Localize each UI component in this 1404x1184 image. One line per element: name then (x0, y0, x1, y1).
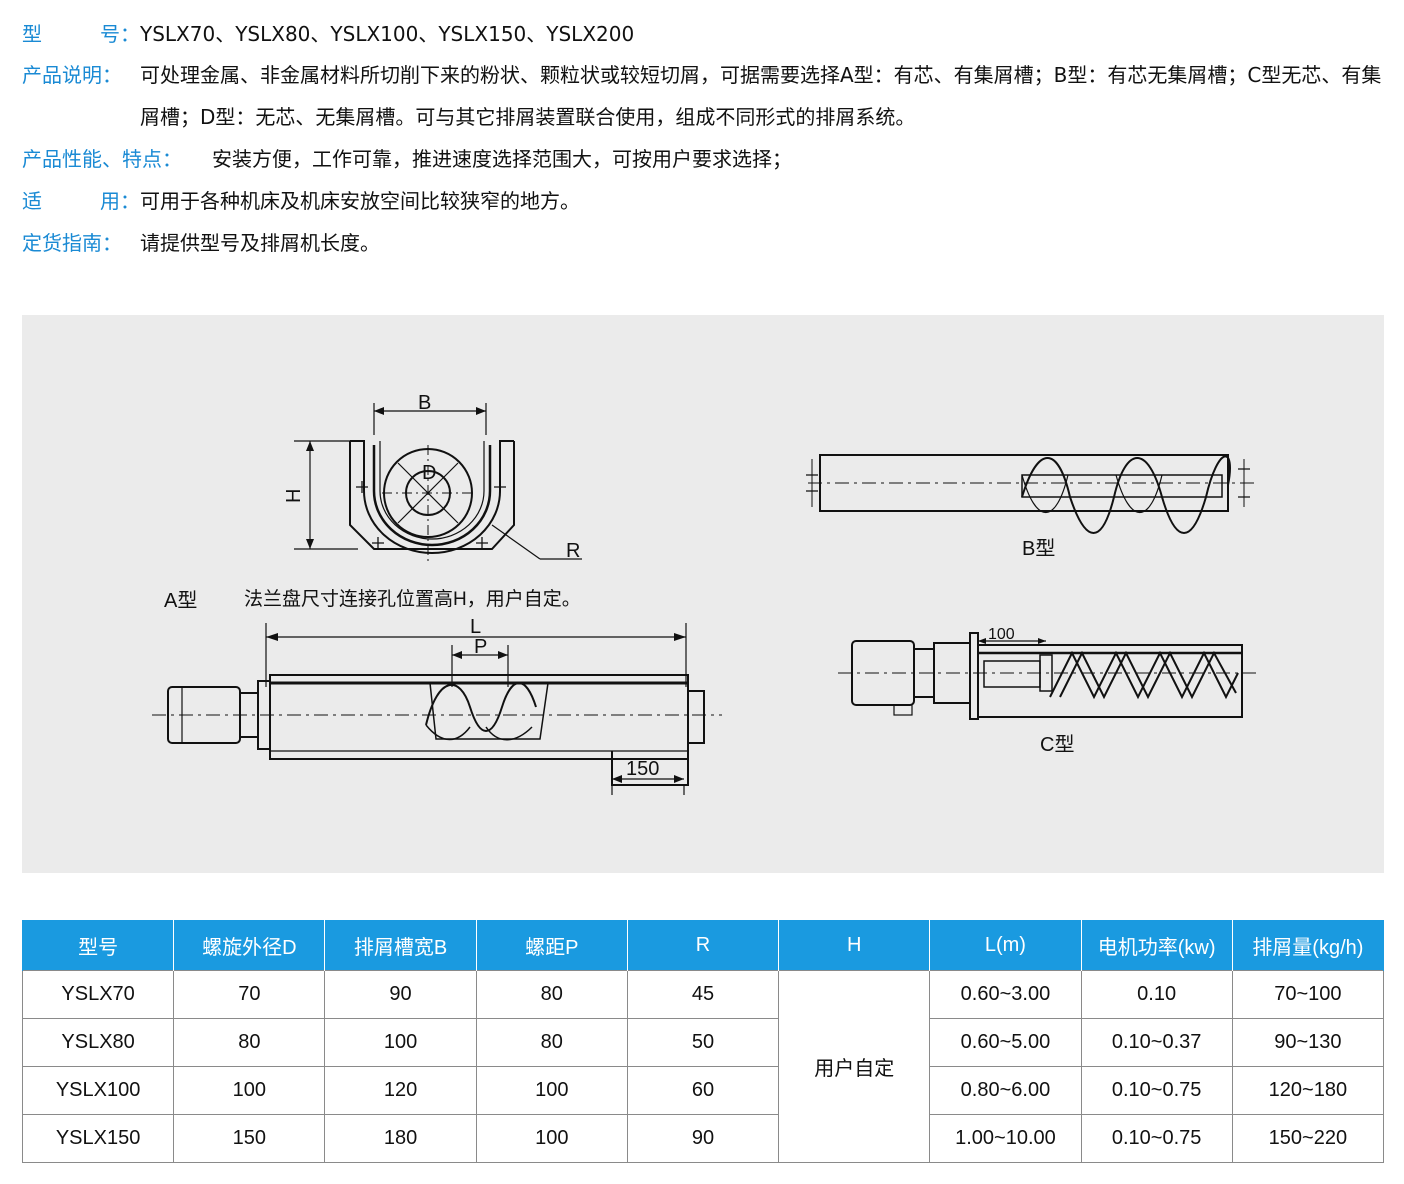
table-row: YSLX100 100 120 100 60 0.80~6.00 0.10~0.… (21, 1066, 1385, 1115)
spec-row-ordering: 定货指南： 请提供型号及排屑机长度。 (22, 222, 1392, 264)
cell-length: 1.00~10.00 (929, 1114, 1082, 1163)
cell-diameter: 80 (173, 1018, 326, 1067)
spec-label-ordering: 定货指南： (22, 231, 122, 255)
cell-motor-power: 0.10~0.75 (1080, 1066, 1233, 1115)
cell-pitch: 80 (475, 970, 628, 1019)
header-capacity: 排屑量(kg/h) (1231, 920, 1385, 971)
cell-diameter: 150 (173, 1114, 326, 1163)
cell-model: YSLX80 (21, 1018, 175, 1067)
cell-motor-power: 0.10~0.37 (1080, 1018, 1233, 1067)
cell-h-merged: 用户自定 (778, 970, 931, 1163)
parameter-table: 型号 螺旋外径D 排屑槽宽B 螺距P R H L(m) 电机功率(kw) 排屑量… (21, 920, 1385, 1163)
cell-trough-width: 120 (324, 1066, 477, 1115)
cell-trough-width: 100 (324, 1018, 477, 1067)
cell-length: 0.60~5.00 (929, 1018, 1082, 1067)
type-c-label: C型 (1040, 733, 1074, 756)
spec-value-description: 可处理金属、非金属材料所切削下来的粉状、颗粒状或较短切屑，可据需要选择A型：有芯… (140, 63, 1382, 129)
cell-r: 90 (626, 1114, 780, 1163)
cell-pitch: 100 (475, 1114, 628, 1163)
cell-model: YSLX70 (21, 970, 175, 1019)
type-b-label: B型 (1022, 537, 1055, 560)
b-type-view (806, 454, 1254, 534)
cell-capacity: 90~130 (1231, 1018, 1385, 1067)
cell-diameter: 70 (173, 970, 326, 1019)
spec-row-description: 产品说明： 可处理金属、非金属材料所切削下来的粉状、颗粒状或较短切屑，可据需要选… (22, 54, 1392, 138)
dim-l-label: L (470, 616, 481, 638)
dim-b-label: B (418, 392, 431, 414)
spec-row-features: 产品性能、特点： 安装方便，工作可靠，推进速度选择范围大，可按用户要求选择； (22, 138, 1392, 180)
cell-model: YSLX150 (21, 1114, 175, 1163)
header-r: R (626, 920, 780, 971)
table-row: YSLX70 70 90 80 45 用户自定 0.60~3.00 0.10 7… (21, 970, 1385, 1163)
spec-row-application: 适 用： 可用于各种机床及机床安放空间比较狭窄的地方。 (22, 180, 1392, 222)
cell-diameter: 100 (173, 1066, 326, 1115)
cell-length: 0.60~3.00 (929, 970, 1082, 1019)
cell-model: YSLX100 (21, 1066, 175, 1115)
technical-drawing-panel: B H D (22, 315, 1384, 873)
spec-value-application: 可用于各种机床及机床安放空间比较狭窄的地方。 (140, 189, 580, 213)
table-row: YSLX150 150 180 100 90 1.00~10.00 0.10~0… (21, 1114, 1385, 1163)
c-type-view: 100 (838, 626, 1256, 720)
cell-motor-power: 0.10~0.75 (1080, 1114, 1233, 1163)
dim-100-label: 100 (988, 626, 1015, 643)
table-header-row: 型号 螺旋外径D 排屑槽宽B 螺距P R H L(m) 电机功率(kw) 排屑量… (21, 920, 1385, 971)
header-trough-width: 排屑槽宽B (324, 920, 477, 971)
type-a-label: A型 (164, 589, 197, 612)
header-model: 型号 (21, 920, 175, 971)
cell-pitch: 80 (475, 1018, 628, 1067)
spec-block: 型 号： YSLX70、YSLX80、YSLX100、YSLX150、YSLX20… (22, 0, 1392, 264)
technical-drawing: B H D (152, 392, 1256, 795)
dim-h-label: H (283, 489, 305, 503)
spec-label-char: 号： (100, 22, 140, 46)
header-motor-power: 电机功率(kw) (1080, 920, 1233, 971)
spec-label-description: 产品说明： (22, 63, 122, 87)
cell-r: 60 (626, 1066, 780, 1115)
cell-trough-width: 180 (324, 1114, 477, 1163)
table-row: YSLX80 80 100 80 50 0.60~5.00 0.10~0.37 … (21, 1018, 1385, 1067)
spec-value-features: 安装方便，工作可靠，推进速度选择范围大，可按用户要求选择； (212, 147, 792, 171)
spec-row-model: 型 号： YSLX70、YSLX80、YSLX100、YSLX150、YSLX20… (22, 14, 1392, 54)
dim-p-label: P (474, 636, 487, 658)
header-h: H (778, 920, 931, 971)
spec-label-char: 适 (22, 189, 42, 213)
spec-label-char: 型 (22, 22, 42, 46)
a-type-cross-section: B H D (283, 392, 582, 562)
cell-trough-width: 90 (324, 970, 477, 1019)
dim-d-label: D (422, 462, 436, 484)
dim-150-label: 150 (626, 758, 659, 780)
cell-r: 50 (626, 1018, 780, 1067)
header-length: L(m) (929, 920, 1082, 971)
cell-r: 45 (626, 970, 780, 1019)
cell-capacity: 70~100 (1231, 970, 1385, 1019)
spec-value-model: YSLX70、YSLX80、YSLX100、YSLX150、YSLX200 (140, 22, 635, 46)
cell-pitch: 100 (475, 1066, 628, 1115)
spec-value-ordering: 请提供型号及排屑机长度。 (140, 231, 380, 255)
header-diameter: 螺旋外径D (173, 920, 326, 971)
cell-motor-power: 0.10 (1080, 970, 1233, 1019)
flange-note: 法兰盘尺寸连接孔位置高H，用户自定。 (244, 588, 581, 610)
header-pitch: 螺距P (475, 920, 628, 971)
dim-r-label: R (566, 540, 580, 562)
a-type-side-view: L P (152, 616, 722, 795)
cell-capacity: 120~180 (1231, 1066, 1385, 1115)
cell-length: 0.80~6.00 (929, 1066, 1082, 1115)
spec-label-model: 型 号： (22, 14, 140, 54)
spec-label-application: 适 用： (22, 180, 140, 222)
spec-label-features: 产品性能、特点： (22, 147, 182, 171)
cell-capacity: 150~220 (1231, 1114, 1385, 1163)
spec-label-char: 用： (100, 189, 140, 213)
